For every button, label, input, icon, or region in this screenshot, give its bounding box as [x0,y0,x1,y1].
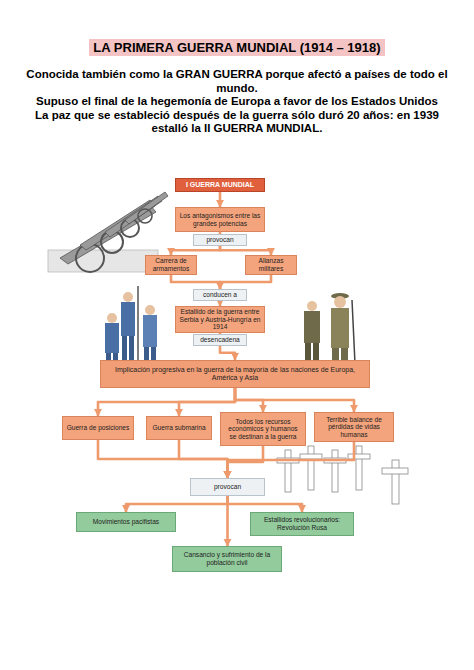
event-box: Estallido de la guerra entre Serbia y Au… [175,306,265,333]
cause-box: Los antagonismos entre las grandes poten… [175,207,265,232]
node-text: provocan [206,236,233,244]
text-wrap: Los antagonismos entre las grandes poten… [179,212,261,227]
text-wrap: Estallido de la guerra entre Serbia y Au… [179,308,261,331]
node-text: Alianzas militares [249,257,293,272]
event-band: Implicación progresiva en la guerra de l… [100,360,370,388]
node-text: Los antagonismos entre las grandes poten… [179,212,261,227]
connector-word: provocan [190,478,265,496]
flow-arrow [228,446,264,478]
node-text: conducen a [203,291,237,299]
node-text: I GUERRA MUNDIAL [186,181,254,189]
flow-arrow [171,246,220,255]
text-wrap: Movimientos pacifistas [93,518,159,526]
text-wrap: I GUERRA MUNDIAL [186,181,254,189]
feature-box: Todos los recursos económicos y humanos … [220,412,306,446]
connector-word: conducen a [193,289,247,301]
node-text: Carrera de armamentos [149,257,193,272]
page-title: LA PRIMERA GUERRA MUNDIAL (1914 – 1918) [89,39,384,56]
flow-arrow [171,275,220,289]
consequence-box: Movimientos pacifistas [76,512,176,532]
feature-box: Guerra de posiciones [62,416,134,440]
feature-box: Terrible balance de pérdidas de vidas hu… [314,412,394,442]
consequence-box: Estallidos revolucionarios: Revolución R… [250,512,354,536]
intro-text: La paz que se estableció después de la g… [20,109,454,136]
text-wrap: provocan [214,483,241,491]
node-text: provocan [214,483,241,491]
title-box: I GUERRA MUNDIAL [175,178,265,192]
text-wrap: Cansancio y sufrimiento de la población … [176,551,278,566]
flow-arrow [219,192,222,207]
text-wrap: Alianzas militares [249,257,293,272]
connector-word: desencadena [193,334,247,346]
connector-word: provocan [193,234,247,246]
flow-arrow [220,275,271,289]
text-wrap: Todos los recursos económicos y humanos … [224,418,302,441]
header: LA PRIMERA GUERRA MUNDIAL (1914 – 1918) C… [20,38,454,136]
node-text: Cansancio y sufrimiento de la población … [176,551,278,566]
flow-arrow [220,246,271,255]
node-text: Estallido de la guerra entre Serbia y Au… [179,308,261,331]
flow-arrow [226,496,229,546]
cause-box: Carrera de armamentos [145,255,197,275]
text-wrap: Guerra de posiciones [67,424,130,432]
flow-arrow [98,388,235,416]
text-wrap: conducen a [203,291,237,299]
flow-arrow [228,442,355,478]
text-wrap: desencadena [200,336,240,344]
node-text: Guerra de posiciones [67,424,130,432]
feature-box: Guerra submarina [146,416,212,440]
text-wrap: Guerra submarina [152,424,205,432]
flow-arrow [235,388,354,412]
intro-text: Supuso el final de la hegemonía de Europ… [20,95,454,109]
cause-box: Alianzas militares [245,255,297,275]
node-text: Terrible balance de pérdidas de vidas hu… [318,416,390,439]
text-wrap: provocan [206,236,233,244]
text-wrap: Estallidos revolucionarios: Revolución R… [254,516,350,531]
flow-arrow [220,346,235,360]
node-text: desencadena [200,336,240,344]
flow-arrow [126,496,228,512]
node-text: Todos los recursos económicos y humanos … [224,418,302,441]
consequence-box: Cansancio y sufrimiento de la población … [172,546,282,572]
node-text: Estallidos revolucionarios: Revolución R… [254,516,350,531]
node-text: Movimientos pacifistas [93,518,159,526]
node-text: Implicación progresiva en la guerra de l… [104,366,366,382]
text-wrap: Terrible balance de pérdidas de vidas hu… [318,416,390,439]
text-wrap: Implicación progresiva en la guerra de l… [104,366,366,382]
flow-arrow [228,496,303,512]
text-wrap: Carrera de armamentos [149,257,193,272]
node-text: Guerra submarina [152,424,205,432]
flow-arrow [98,440,228,478]
intro-text: Conocida también como la GRAN GUERRA por… [20,68,454,95]
crosses [277,446,408,504]
